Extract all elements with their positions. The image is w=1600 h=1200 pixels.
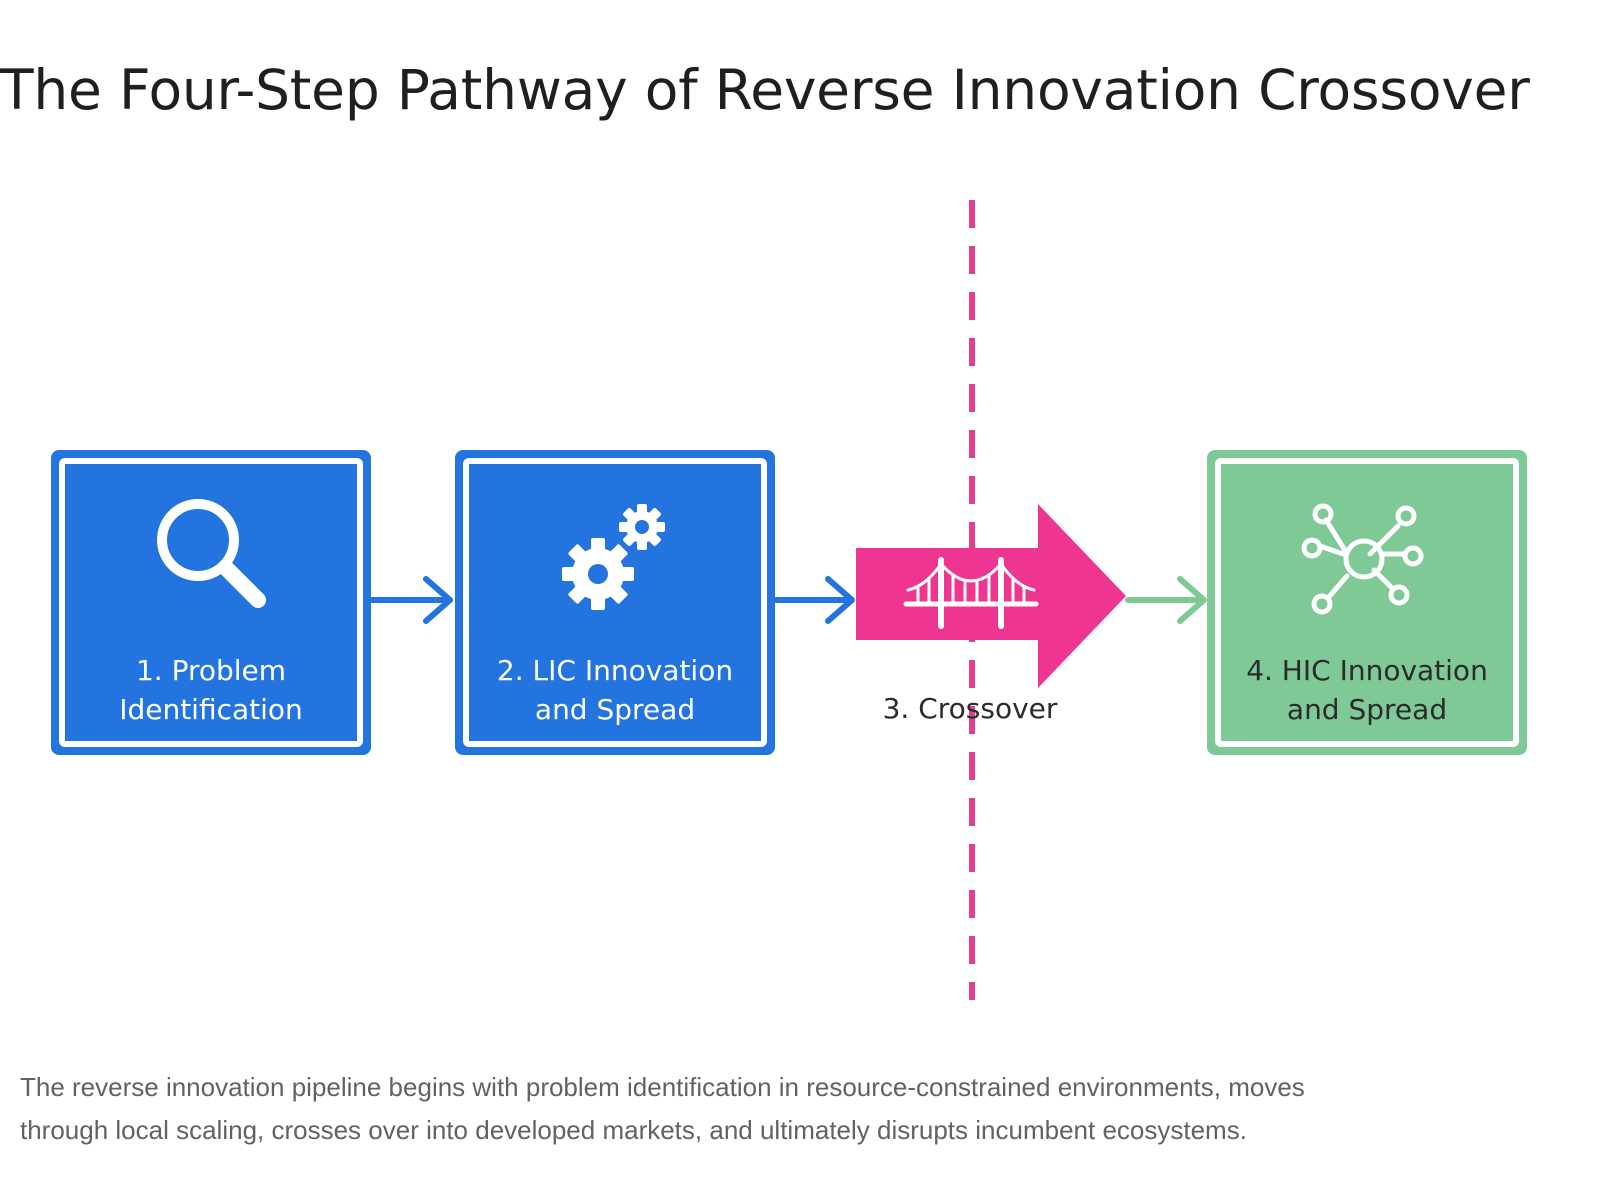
step-1-label-line2: Identification	[119, 693, 303, 726]
arrow-connector-1-2	[369, 576, 453, 624]
step-2-box: 2. LIC Innovation and Spread	[455, 450, 775, 755]
caption: The reverse innovation pipeline begins w…	[20, 1066, 1520, 1152]
step-2-label-line2: and Spread	[535, 693, 695, 726]
step-1-label-line1: 1. Problem	[136, 654, 286, 687]
step-4-label-line2: and Spread	[1287, 693, 1447, 726]
bridge-icon	[903, 557, 1039, 629]
step-1-box: 1. Problem Identification	[51, 450, 371, 755]
page-title: The Four-Step Pathway of Reverse Innovat…	[0, 58, 1530, 122]
step-4-label-line1: 4. HIC Innovation	[1246, 654, 1488, 687]
step-4-box: 4. HIC Innovation and Spread	[1207, 450, 1527, 755]
caption-line-2: through local scaling, crosses over into…	[20, 1115, 1247, 1145]
step-2-label-line1: 2. LIC Innovation	[497, 654, 733, 687]
gears-icon	[562, 504, 665, 610]
magnifier-icon	[157, 499, 266, 608]
step-3-label: 3. Crossover	[883, 692, 1058, 725]
network-hub-icon	[1301, 503, 1424, 615]
arrow-connector-3-4	[1125, 576, 1207, 624]
arrow-connector-2-3	[773, 576, 855, 624]
step-3-crossover-arrow	[856, 504, 1126, 688]
caption-line-1: The reverse innovation pipeline begins w…	[20, 1072, 1305, 1102]
